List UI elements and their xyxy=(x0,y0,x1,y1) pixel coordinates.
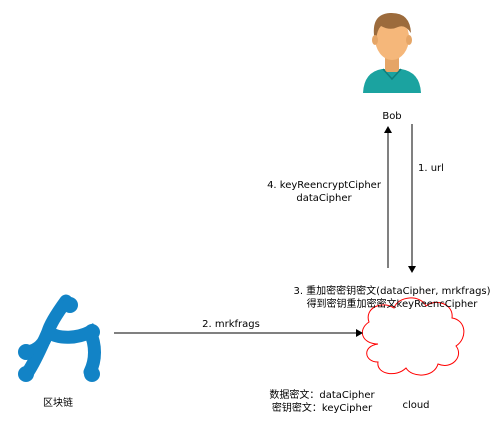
bob-label: Bob xyxy=(382,111,401,122)
url-label: 1. url xyxy=(418,163,444,174)
cloud-label: cloud xyxy=(402,400,429,411)
mrkfrags-label: 2. mrkfrags xyxy=(202,319,260,330)
return-label-line2: dataCipher xyxy=(296,193,352,204)
ripple-logo-icon xyxy=(21,294,101,379)
cloud-icon xyxy=(361,297,465,376)
bob-avatar-icon xyxy=(363,12,421,93)
cloud-key-cipher-text: 密钥密文：keyCipher xyxy=(272,401,373,414)
blockchain-label: 区块链 xyxy=(43,396,73,409)
cloud-data-cipher-text: 数据密文：dataCipher xyxy=(269,388,375,401)
return-label-line1: 4. keyReencryptCipher xyxy=(267,180,382,191)
ripple-nodes xyxy=(18,297,100,382)
reencrypt-label-line1: 3. 重加密密钥密文(dataCipher, mrkfrags) xyxy=(293,284,490,297)
reencrypt-label-line2: 得到密钥重加密密文keyReencCipher xyxy=(307,297,479,310)
